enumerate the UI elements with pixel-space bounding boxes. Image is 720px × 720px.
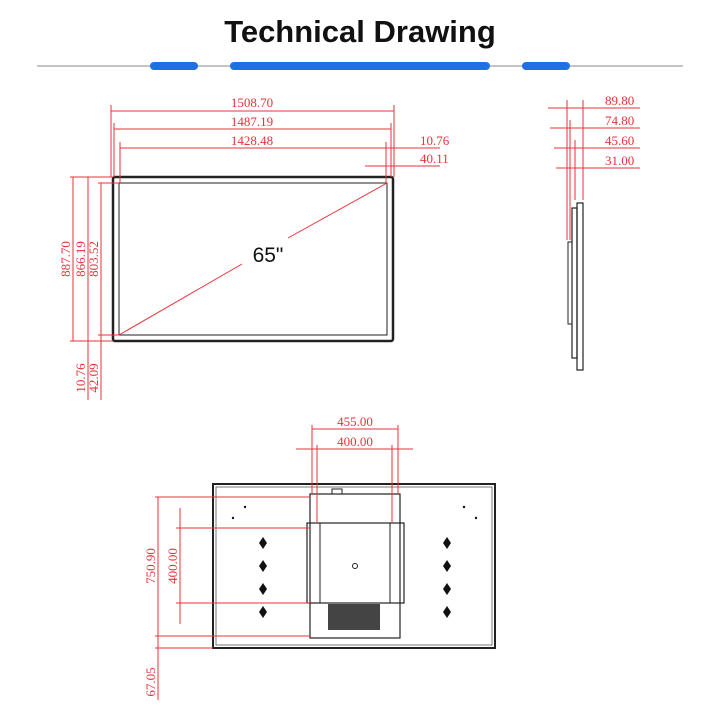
- right-offset-dim-2: 40.11: [420, 151, 449, 166]
- header-accent-right: [522, 62, 570, 70]
- width-dim-3: 1428.48: [231, 133, 273, 148]
- screen-size-label: 65": [253, 244, 284, 267]
- header-accent-center: [230, 62, 490, 70]
- depth-dim-2: 74.80: [605, 113, 634, 128]
- front-screen: [118, 182, 388, 336]
- width-dim-2: 1487.19: [231, 114, 273, 129]
- depth-dim-4: 31.00: [605, 153, 634, 168]
- right-offset-dim-1: 10.76: [420, 133, 450, 148]
- vent-grille: [328, 604, 380, 630]
- width-dim-1: 1508.70: [231, 95, 273, 110]
- height-dim-1: 887.70: [58, 241, 73, 277]
- front-bezel: [111, 175, 395, 343]
- bottom-offset-dim-1: 10.76: [73, 363, 88, 393]
- depth-dim-1: 89.80: [605, 93, 634, 108]
- back-width-dim-1: 455.00: [337, 414, 373, 429]
- bottom-offset-dim-2: 42.09: [86, 363, 101, 392]
- side-view: 89.80 74.80 45.60 31.00: [548, 93, 640, 371]
- depth-dim-3: 45.60: [605, 133, 634, 148]
- back-height-dim-1: 750.90: [143, 548, 158, 584]
- height-dim-3: 803.52: [86, 241, 101, 277]
- back-height-dim-2: 400.00: [165, 548, 180, 584]
- page-title: Technical Drawing: [224, 14, 496, 49]
- back-view: 455.00 400.00 750.90 400.00 67.05: [143, 414, 496, 700]
- header-accent-left: [150, 62, 198, 70]
- height-dim-2: 866.19: [73, 241, 88, 277]
- back-width-dim-2: 400.00: [337, 434, 373, 449]
- vesa-bracket: [309, 493, 401, 639]
- front-view: 65" 1508.70 1487.19 1428.48 10.76 40.11 …: [58, 95, 450, 400]
- back-bottom-offset-dim: 67.05: [143, 667, 158, 696]
